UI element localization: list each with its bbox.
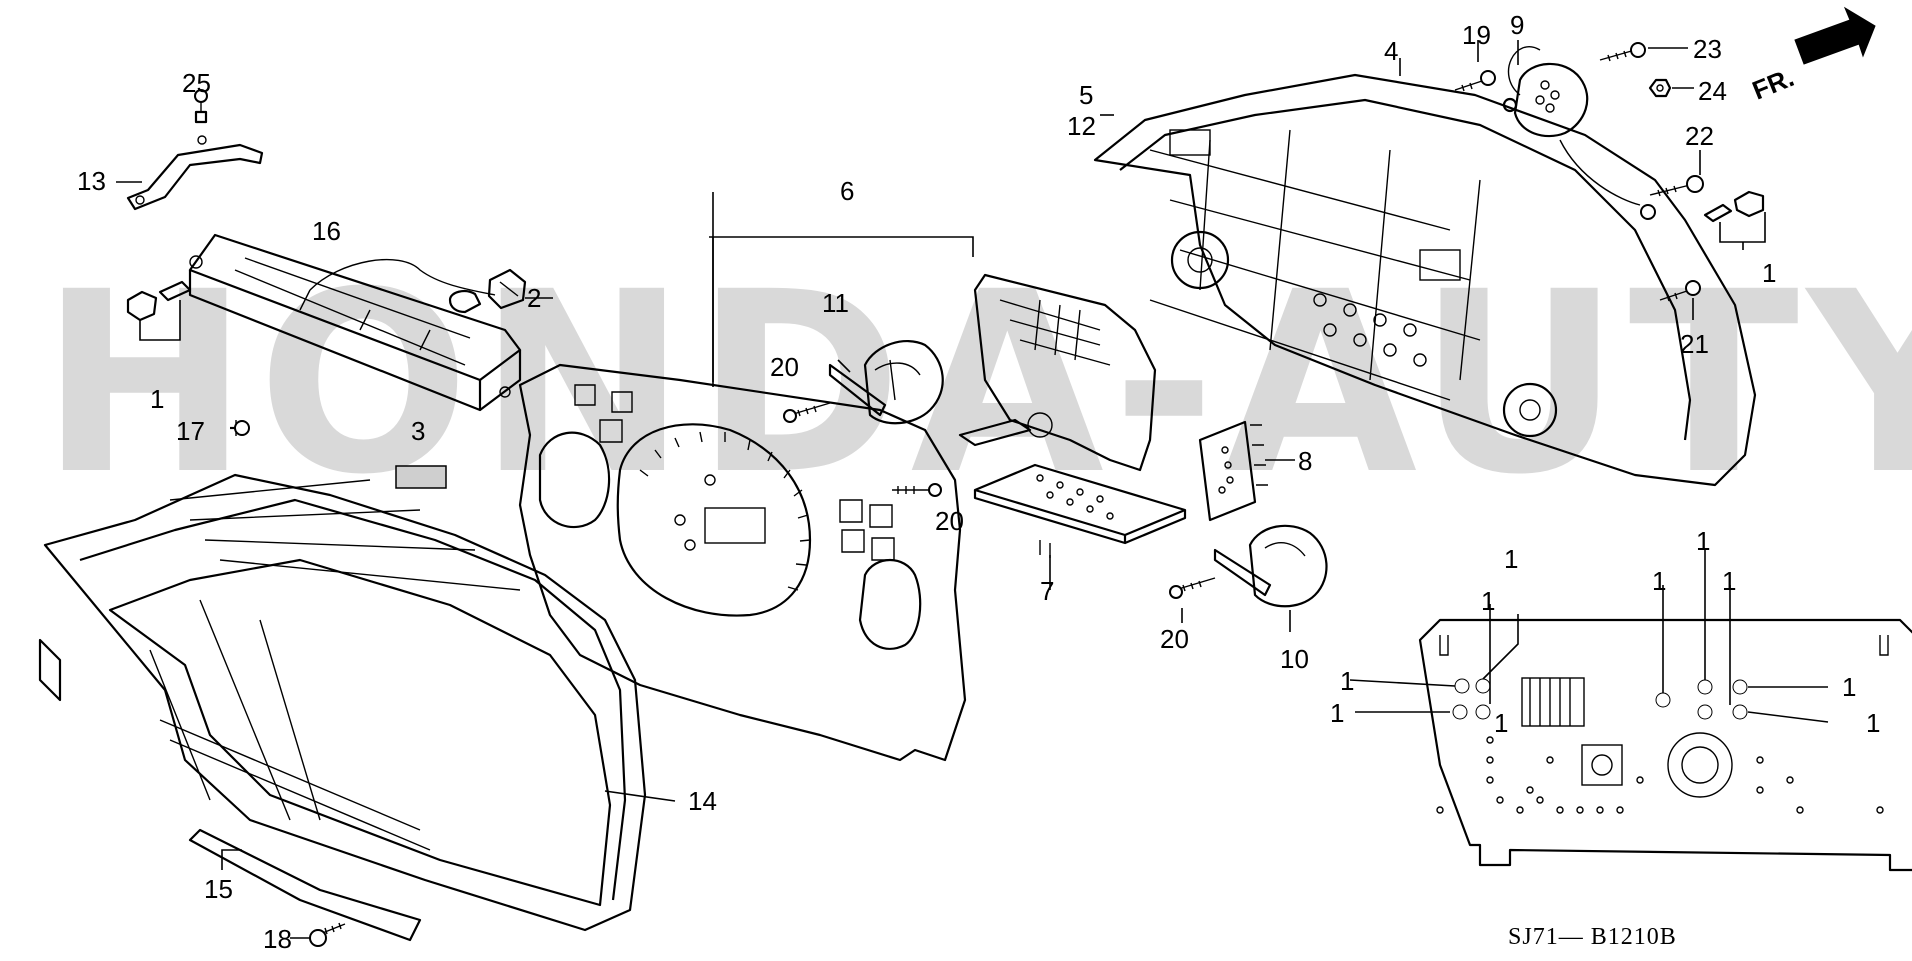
callout-labels: 25 13 16 2 1 17 3 6 11 20 20 7 20 10 8 4… bbox=[77, 10, 1880, 954]
callout-11: 11 bbox=[822, 288, 849, 318]
callout-1-left: 1 bbox=[150, 384, 164, 414]
callout-1-rear-c: 1 bbox=[1340, 666, 1354, 696]
callout-18: 18 bbox=[263, 924, 292, 954]
callout-10: 10 bbox=[1280, 644, 1309, 674]
callout-19: 19 bbox=[1462, 20, 1491, 50]
front-direction-arrow bbox=[1794, 6, 1876, 65]
callout-16: 16 bbox=[312, 216, 341, 246]
callout-1-rear-h: 1 bbox=[1842, 672, 1856, 702]
wire-harness-9 bbox=[1502, 46, 1656, 220]
meter-lens-14 bbox=[38, 473, 647, 942]
callout-12: 12 bbox=[1067, 111, 1096, 141]
rear-callout-leaders bbox=[1349, 548, 1829, 723]
screw-20-a bbox=[783, 402, 831, 423]
bracket-13 bbox=[126, 135, 264, 211]
screw-20-c bbox=[1169, 577, 1216, 599]
callout-22: 22 bbox=[1685, 121, 1714, 151]
callout-6: 6 bbox=[840, 176, 854, 206]
callout-1-rear-a: 1 bbox=[1504, 544, 1518, 574]
callout-1-rear-i: 1 bbox=[1866, 708, 1880, 738]
screw-22 bbox=[1649, 175, 1704, 197]
callout-1-rear-e: 1 bbox=[1652, 566, 1666, 596]
callout-1-right: 1 bbox=[1762, 258, 1776, 288]
screw-19 bbox=[1454, 70, 1496, 92]
screw-23 bbox=[1599, 42, 1646, 62]
callout-21: 21 bbox=[1680, 329, 1709, 359]
callout-1-rear-b: 1 bbox=[1481, 586, 1495, 616]
callout-1-rear-j: 1 bbox=[1494, 708, 1508, 738]
callout-23: 23 bbox=[1693, 34, 1722, 64]
callout-17: 17 bbox=[176, 416, 205, 446]
callout-1-rear-g: 1 bbox=[1722, 566, 1736, 596]
callout-20-a: 20 bbox=[770, 352, 799, 382]
circuit-board-7 bbox=[973, 463, 1187, 558]
screw-20-b bbox=[892, 483, 942, 497]
bulb-socket-1-right bbox=[1703, 190, 1765, 223]
gauge-unit-11 bbox=[828, 340, 944, 425]
screw-18 bbox=[309, 922, 346, 947]
callout-7: 7 bbox=[1040, 576, 1054, 606]
callout-15: 15 bbox=[204, 874, 233, 904]
callout-13: 13 bbox=[77, 166, 106, 196]
callout-9: 9 bbox=[1510, 10, 1524, 40]
screw-21 bbox=[1659, 280, 1701, 302]
bulb-socket-2 bbox=[448, 268, 527, 314]
bulb-socket-1-left bbox=[126, 280, 192, 322]
callout-20-b: 20 bbox=[935, 506, 964, 536]
tachometer-mechanism bbox=[958, 273, 1157, 472]
watermark: HONDA-AUTY.COM bbox=[40, 238, 1912, 529]
callout-4: 4 bbox=[1384, 36, 1398, 66]
callout-20-c: 20 bbox=[1160, 624, 1189, 654]
nut-24 bbox=[1648, 78, 1672, 98]
connector-plate-8 bbox=[1198, 420, 1268, 522]
callout-5: 5 bbox=[1079, 80, 1093, 110]
label-plate-3 bbox=[395, 465, 447, 489]
dial-face bbox=[518, 363, 967, 762]
callout-25: 25 bbox=[182, 68, 211, 98]
rear-view-case bbox=[1418, 618, 1912, 872]
callout-3: 3 bbox=[411, 416, 425, 446]
diagram-code: SJ71— B1210B bbox=[1508, 924, 1677, 950]
callout-1-rear-f: 1 bbox=[1696, 526, 1710, 556]
screw-25 bbox=[194, 89, 208, 124]
meter-case-4 bbox=[1093, 73, 1757, 487]
callout-24: 24 bbox=[1698, 76, 1727, 106]
callout-1-rear-d: 1 bbox=[1330, 698, 1344, 728]
callout-2: 2 bbox=[527, 283, 541, 313]
gauge-unit-10 bbox=[1213, 524, 1328, 608]
front-arrow-label: FR. bbox=[1748, 62, 1798, 106]
callout-8: 8 bbox=[1298, 446, 1312, 476]
screw-17 bbox=[230, 420, 250, 436]
callout-14: 14 bbox=[688, 786, 717, 816]
circuit-strip-16 bbox=[188, 233, 522, 412]
